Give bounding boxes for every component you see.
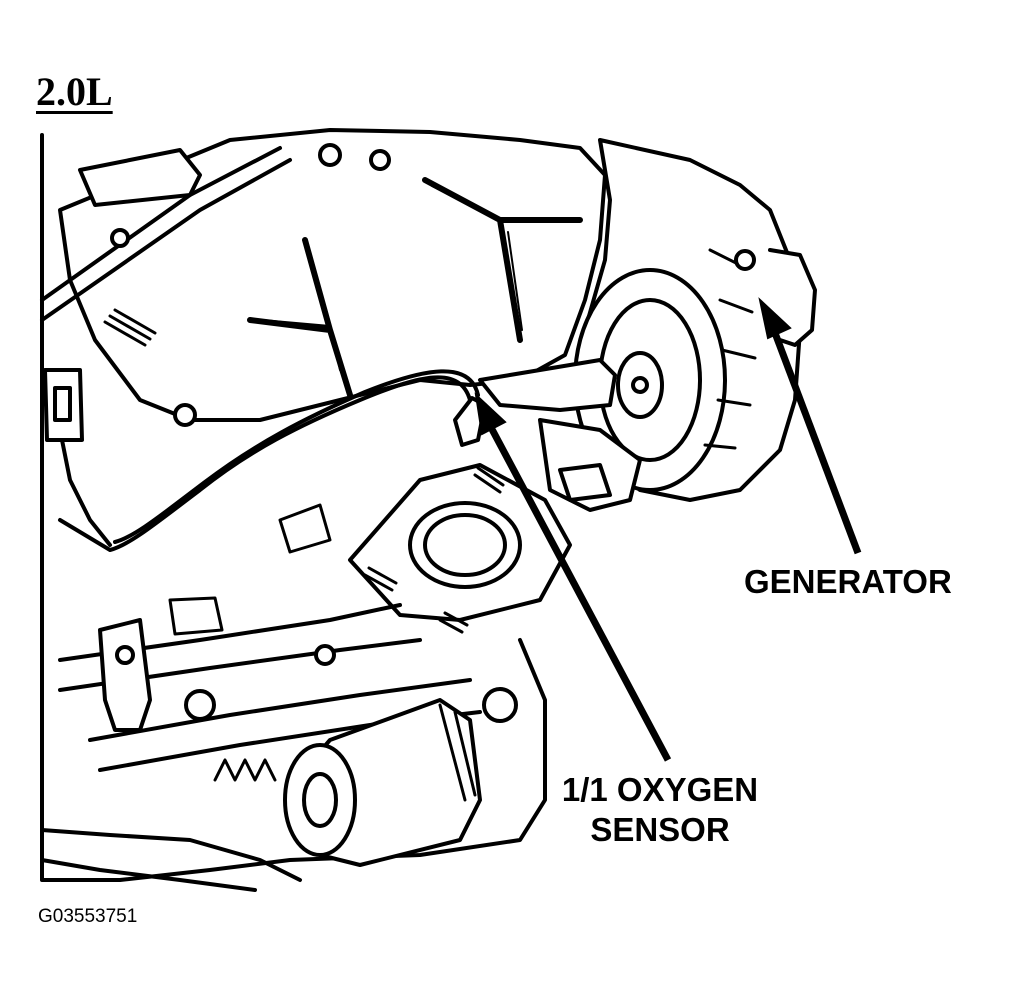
upper-bracket: [78, 148, 202, 207]
oxygen-sensor-arrowhead: [474, 392, 507, 436]
leader-lines: [474, 297, 862, 762]
generator-leader-line: [768, 323, 862, 555]
oxygen-sensor-leader-line: [482, 416, 672, 762]
bolt-head: [173, 403, 197, 427]
block-notch-row: [213, 758, 277, 782]
generator-arrowhead: [758, 297, 792, 340]
figure-id: G03553751: [38, 906, 138, 927]
bolt-head: [115, 645, 135, 665]
oil-filter-base-inner: [302, 772, 338, 828]
manifold-rib-inner: [261, 185, 523, 371]
generator-bracket: [478, 358, 617, 412]
bolt-head: [184, 689, 216, 721]
flange-stud: [363, 466, 505, 634]
wire-connector-tab: [53, 386, 72, 422]
lower-bracket: [98, 618, 152, 732]
generator-fins: [703, 248, 757, 450]
connector-lead: [60, 438, 112, 547]
oxygen-sensor-wire: [58, 375, 472, 552]
oxygen-sensor-wire: [113, 369, 480, 544]
oil-pan: [40, 828, 302, 892]
block-rib: [168, 503, 332, 636]
bolt-head: [110, 228, 130, 248]
bolt-head: [631, 376, 649, 394]
bolt-head: [314, 644, 336, 666]
generator-label: GENERATOR: [744, 563, 952, 600]
oil-filter-ridges: [438, 703, 477, 802]
manifold-rib: [247, 237, 353, 398]
bolt-head: [482, 687, 518, 723]
hose-fitting: [558, 463, 612, 502]
oxygen-sensor-label: 1/1 OXYGEN SENSOR: [540, 770, 780, 850]
bolt-head: [734, 249, 756, 271]
oxygen-sensor-label-line1: 1/1 OXYGEN: [561, 771, 759, 808]
bolt-thread: [103, 308, 157, 347]
bolt-head: [318, 143, 342, 167]
oxygen-sensor-label-line2: SENSOR: [590, 811, 730, 848]
manifold-rib: [422, 177, 583, 343]
engine-size-title: 2.0L: [36, 69, 113, 114]
bolt-head: [369, 149, 391, 171]
exhaust-port-inner: [423, 513, 507, 577]
